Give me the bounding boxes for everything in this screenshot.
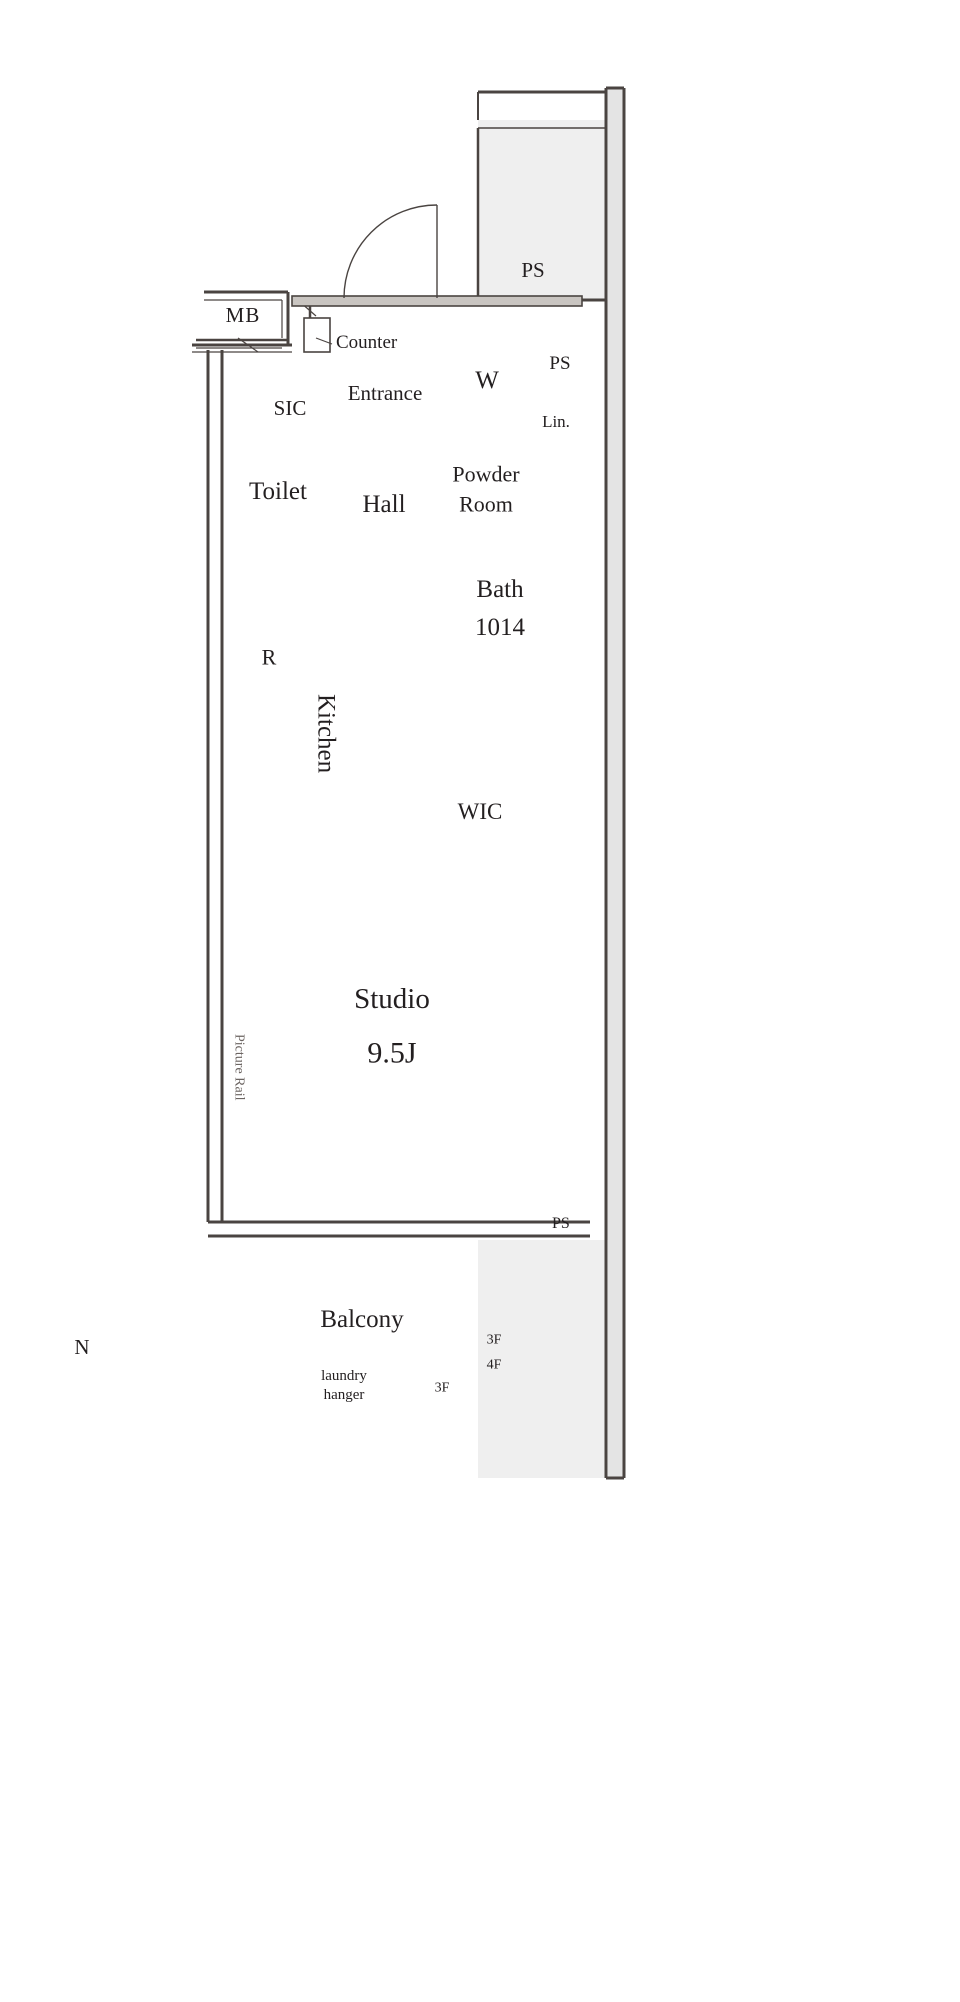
label-floor-4f: 4F (486, 1357, 502, 1373)
label-ps-top: PS (521, 257, 545, 282)
label-picture-rail: Picture Rail (231, 1034, 247, 1101)
room-label-sic: SIC (273, 395, 307, 420)
room-label-mb: MB (225, 302, 261, 327)
label-linen: Lin. (542, 412, 570, 432)
room-label-balcony: Balcony (320, 1305, 404, 1333)
room-label-studio-area: 9.5J (367, 1036, 417, 1070)
entrance-door-swing (343, 204, 438, 299)
label-floor-3f-a: 3F (486, 1332, 502, 1348)
room-label-bath-sub: 1014 (475, 613, 525, 641)
structure-shading (478, 88, 624, 1478)
label-ps-balcony: PS (552, 1215, 570, 1232)
room-label-bath: Bath (476, 575, 524, 603)
counter-fixture (303, 317, 333, 353)
compass-north-label: N (74, 1334, 90, 1359)
label-ps-mid: PS (549, 353, 571, 375)
room-label-hall: Hall (362, 490, 406, 518)
label-laundry-hanger-1: laundry (321, 1368, 367, 1385)
label-refrigerator: R (261, 644, 277, 670)
room-label-kitchen: Kitchen (312, 694, 340, 774)
annotation-counter: Counter (336, 332, 398, 353)
room-label-entrance: Entrance (347, 380, 423, 405)
entrance-corridor-wall (286, 295, 583, 345)
room-label-powder: Powder (452, 461, 520, 487)
room-label-toilet: Toilet (249, 477, 307, 505)
outer-walls (192, 86, 626, 1480)
label-washer: W (475, 366, 499, 394)
label-floor-3f-b: 3F (434, 1380, 450, 1396)
label-laundry-hanger-2: hanger (323, 1387, 365, 1404)
room-label-studio: Studio (354, 982, 430, 1015)
room-label-powder-sub: Room (459, 491, 513, 517)
room-label-wic: WIC (457, 798, 503, 824)
